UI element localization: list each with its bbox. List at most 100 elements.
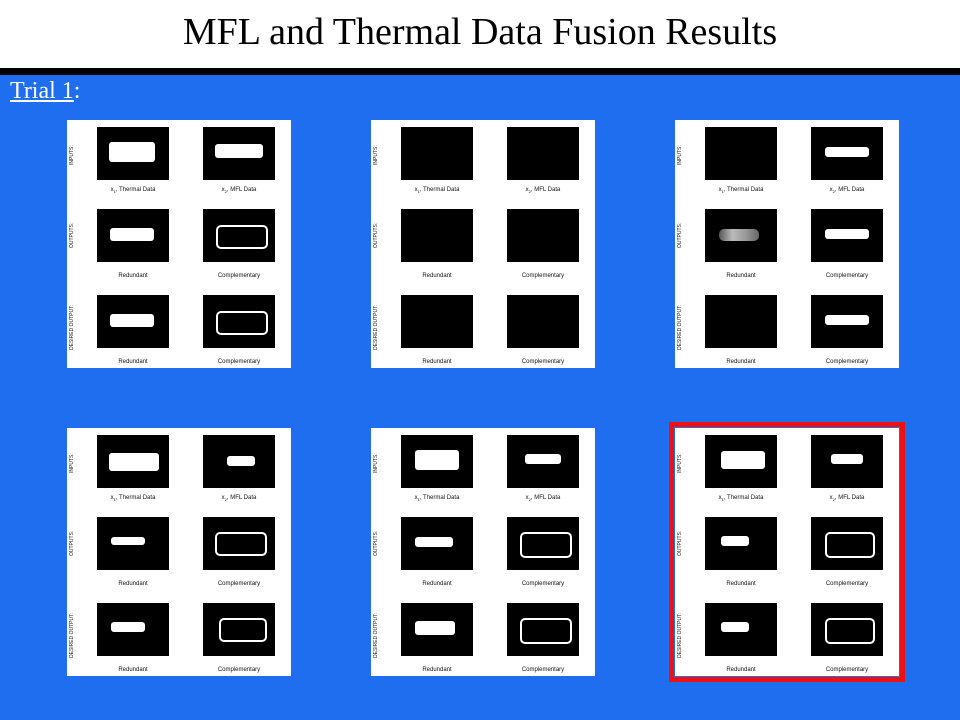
caption-subscript: 2 (832, 497, 835, 503)
row-label-outputs: OUTPUTS: (373, 530, 379, 556)
fusion-image (401, 435, 473, 488)
fusion-image (507, 295, 579, 348)
caption-subscript: 1 (417, 497, 420, 503)
defect-outline (219, 618, 267, 642)
caption-complementary: Complementary (217, 359, 261, 365)
defect-blob (721, 622, 749, 632)
caption-complementary: Complementary (217, 667, 261, 673)
row-label-outputs: OUTPUTS: (677, 222, 683, 248)
caption-text: , MFL Data (834, 187, 865, 193)
caption-mfl: x2, MFL Data (799, 495, 895, 502)
trial-heading: Trial 1: (10, 78, 80, 105)
fusion-image (203, 127, 275, 180)
caption-var: x (718, 495, 722, 501)
fusion-image (203, 603, 275, 656)
caption-text: , Thermal Data (115, 187, 156, 193)
caption-mfl: x2, MFL Data (191, 187, 287, 194)
defect-blob (415, 621, 455, 635)
caption-var: x (525, 187, 529, 193)
fusion-image (97, 127, 169, 180)
caption-subscript: 1 (721, 189, 724, 195)
caption-redundant: Redundant (118, 359, 148, 365)
fusion-image (97, 435, 169, 488)
caption-complementary: Complementary (521, 273, 565, 279)
defect-blob (719, 229, 759, 241)
caption-redundant: Redundant (422, 581, 452, 587)
defect-blob (110, 228, 154, 241)
fusion-image (811, 209, 883, 262)
fusion-image (705, 127, 777, 180)
caption-redundant: Redundant (422, 359, 452, 365)
fusion-image (507, 603, 579, 656)
fusion-image (401, 295, 473, 348)
caption-text: , Thermal Data (723, 495, 764, 501)
fusion-image (705, 209, 777, 262)
caption-subscript: 1 (113, 497, 116, 503)
row-label-outputs: OUTPUTS: (373, 222, 379, 248)
defect-outline (825, 532, 875, 558)
row-label-inputs: INPUTS: (373, 145, 379, 165)
fusion-image (811, 127, 883, 180)
caption-thermal: x1, Thermal Data (389, 187, 485, 194)
defect-outline (216, 311, 268, 335)
caption-mfl: x2, MFL Data (799, 187, 895, 194)
defect-blob (825, 315, 869, 325)
fusion-image (97, 603, 169, 656)
caption-complementary: Complementary (825, 273, 869, 279)
caption-text: , MFL Data (530, 495, 561, 501)
caption-complementary: Complementary (825, 667, 869, 673)
caption-text: , Thermal Data (419, 187, 460, 193)
fusion-image (507, 127, 579, 180)
title-divider (0, 68, 960, 75)
caption-subscript: 2 (832, 189, 835, 195)
defect-blob (721, 536, 749, 546)
fusion-image (705, 517, 777, 570)
row-label-desired-output: DESIRED OUTPUT: (373, 304, 379, 350)
defect-outline (825, 618, 875, 644)
caption-redundant: Redundant (726, 667, 756, 673)
defect-blob (110, 314, 154, 327)
fusion-image (203, 295, 275, 348)
fusion-image (705, 435, 777, 488)
fusion-image (401, 127, 473, 180)
result-panel: INPUTS:OUTPUTS:DESIRED OUTPUT:x1, Therma… (371, 428, 595, 676)
caption-redundant: Redundant (422, 667, 452, 673)
caption-text: , MFL Data (226, 187, 257, 193)
defect-blob (109, 142, 155, 162)
fusion-image (401, 209, 473, 262)
row-label-desired-output: DESIRED OUTPUT: (677, 304, 683, 350)
caption-var: x (110, 187, 114, 193)
caption-text: , MFL Data (834, 495, 865, 501)
row-label-outputs: OUTPUTS: (69, 530, 75, 556)
defect-outline (520, 532, 572, 558)
caption-complementary: Complementary (217, 581, 261, 587)
fusion-image (97, 517, 169, 570)
fusion-image (811, 295, 883, 348)
caption-text: , MFL Data (226, 495, 257, 501)
row-label-inputs: INPUTS: (69, 145, 75, 165)
caption-text: , Thermal Data (723, 187, 764, 193)
caption-thermal: x1, Thermal Data (693, 187, 789, 194)
slide-title: MFL and Thermal Data Fusion Results (182, 11, 778, 53)
caption-redundant: Redundant (118, 273, 148, 279)
caption-complementary: Complementary (521, 667, 565, 673)
fusion-image (705, 295, 777, 348)
caption-var: x (718, 187, 722, 193)
caption-thermal: x1, Thermal Data (693, 495, 789, 502)
caption-var: x (829, 187, 833, 193)
defect-blob (415, 450, 459, 470)
slide-header (0, 0, 960, 68)
defect-blob (111, 537, 145, 545)
caption-subscript: 2 (224, 497, 227, 503)
caption-complementary: Complementary (825, 581, 869, 587)
fusion-image (401, 603, 473, 656)
caption-text: , MFL Data (530, 187, 561, 193)
row-label-desired-output: DESIRED OUTPUT: (69, 304, 75, 350)
row-label-desired-output: DESIRED OUTPUT: (677, 612, 683, 658)
caption-redundant: Redundant (422, 273, 452, 279)
caption-mfl: x2, MFL Data (495, 495, 591, 502)
caption-complementary: Complementary (217, 273, 261, 279)
defect-outline (215, 532, 267, 556)
caption-var: x (221, 187, 225, 193)
trial-link[interactable]: Trial 1 (10, 78, 74, 104)
